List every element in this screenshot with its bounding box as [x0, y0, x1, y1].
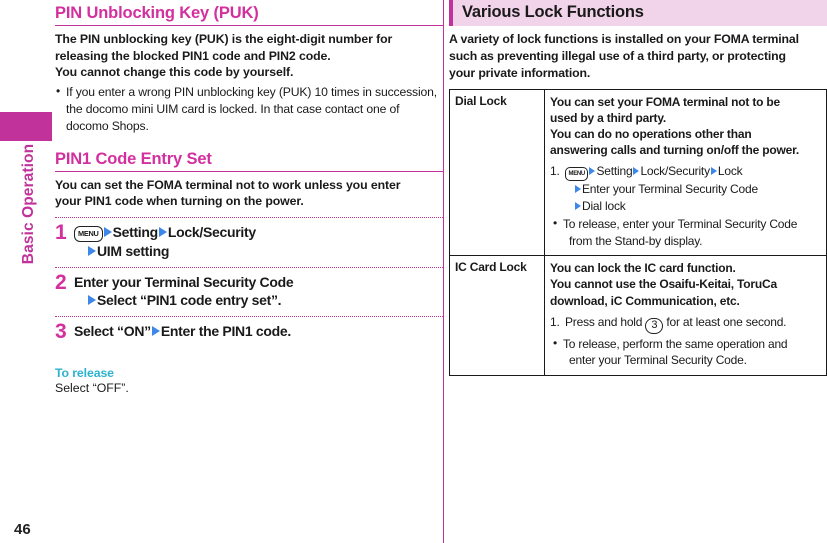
intro-line: your private information.: [449, 65, 591, 80]
arrow-icon: [151, 326, 160, 337]
numeric-key-3-icon: 3: [645, 317, 664, 334]
arrow-icon: [88, 295, 96, 306]
page-number: 46: [14, 521, 31, 538]
desc-line: You can set your FOMA terminal not to be: [550, 94, 781, 109]
puk-paragraph-line: releasing the blocked PIN1 code and PIN2…: [55, 48, 331, 63]
banner-title: Various Lock Functions: [449, 0, 827, 26]
arrow-icon: [710, 167, 717, 176]
step-token: Lock/Security: [167, 224, 256, 241]
bullet-line: To release, perform the same operation a…: [563, 336, 788, 351]
step-token: Lock: [717, 164, 743, 179]
side-tab-label: Basic Operation: [20, 143, 37, 265]
right-column: Various Lock Functions A variety of lock…: [449, 0, 827, 376]
bullet-list: To release, perform the same operation a…: [550, 335, 821, 369]
bullet-list: To release, enter your Terminal Security…: [550, 215, 821, 249]
step-token: Enter the PIN1 code.: [160, 323, 291, 340]
step-3: 3 Select “ON” Enter the PIN1 code.: [55, 316, 443, 343]
arrow-icon: [589, 167, 596, 176]
numbered-list: 1. Press and hold 3 for at least one seco…: [550, 314, 821, 334]
section-title-pin1: PIN1 Code Entry Set: [55, 150, 443, 172]
list-item: 1. MENU Setting Lock/Security Lock Enter you…: [550, 163, 821, 214]
step-body: Select “ON” Enter the PIN1 code.: [74, 321, 291, 343]
pin1-paragraph: You can set the FOMA terminal not to wor…: [55, 177, 443, 210]
step-token: Press and hold: [565, 314, 643, 329]
desc-line: You can lock the IC card function.: [550, 261, 736, 276]
arrow-icon: [575, 201, 581, 210]
section-title-puk: PIN Unblocking Key (PUK): [55, 4, 443, 26]
step-body: MENU Setting Lock/Security UIM setting: [74, 222, 256, 260]
step-token: Dial lock: [582, 198, 626, 213]
bullet-line: enter your Terminal Security Code.: [569, 353, 747, 368]
to-release-heading: To release: [55, 365, 114, 380]
list-number: 1.: [550, 314, 560, 329]
intro-paragraph: A variety of lock functions is installed…: [449, 31, 827, 82]
list-item: To release, enter your Terminal Security…: [550, 215, 821, 249]
step-number: 2: [55, 271, 67, 295]
menu-key-icon: MENU: [74, 226, 103, 242]
arrow-icon: [158, 227, 167, 238]
step-token: Lock/Security: [640, 164, 710, 179]
bullet-line: To release, enter your Terminal Security…: [563, 217, 798, 232]
pin1-paragraph-line: You can set the FOMA terminal not to wor…: [55, 177, 401, 192]
numbered-list: 1. MENU Setting Lock/Security Lock Enter you…: [550, 163, 821, 214]
intro-line: such as preventing illegal use of a thir…: [449, 48, 786, 63]
step-token: for at least one second.: [666, 314, 787, 329]
list-item: If you enter a wrong PIN unblocking key …: [55, 83, 443, 134]
arrow-icon: [103, 227, 112, 238]
intro-line: A variety of lock functions is installed…: [449, 32, 799, 46]
list-item: 1. Press and hold 3 for at least one seco…: [550, 314, 821, 334]
puk-paragraph-line: The PIN unblocking key (PUK) is the eigh…: [55, 31, 393, 46]
lock-functions-table: Dial Lock You can set your FOMA terminal…: [449, 88, 827, 376]
table-row: Dial Lock You can set your FOMA terminal…: [449, 88, 827, 257]
step-token: Select “PIN1 code entry set”.: [97, 292, 282, 309]
side-tab-marker: [0, 112, 52, 141]
desc-line: used by a third party.: [550, 110, 667, 125]
step-token: Enter your Terminal Security Code: [74, 274, 294, 291]
desc-line: You cannot use the Osaifu-Keitai, ToruCa: [550, 277, 777, 292]
step-body: Enter your Terminal Security Code Select…: [74, 272, 294, 309]
list-number: 1.: [550, 164, 560, 179]
step-line-2: UIM setting: [74, 242, 256, 260]
puk-bullet-list: If you enter a wrong PIN unblocking key …: [55, 83, 443, 134]
step-number: 3: [55, 320, 67, 344]
desc-line: download, iC Communication, etc.: [550, 293, 740, 308]
spacer: [55, 135, 443, 150]
arrow-icon: [88, 245, 96, 256]
row-label: Dial Lock: [449, 88, 545, 257]
step-1: 1 MENU Setting Lock/Security UIM setting: [55, 217, 443, 260]
arrow-icon: [633, 167, 640, 176]
step-token: Enter your Terminal Security Code: [582, 182, 758, 197]
left-column: PIN Unblocking Key (PUK) The PIN unblock…: [55, 0, 443, 397]
desc-line: answering calls and turning on/off the p…: [550, 143, 800, 158]
bullet-line: from the Stand-by display.: [569, 233, 703, 248]
arrow-icon: [575, 185, 581, 194]
table-row: IC Card Lock You can lock the IC card fu…: [449, 255, 827, 376]
pin1-paragraph-line: your PIN1 code when turning on the power…: [55, 194, 304, 209]
list-item: To release, perform the same operation a…: [550, 335, 821, 369]
step-token: Setting: [596, 164, 633, 179]
step-line-2: Select “PIN1 code entry set”.: [74, 291, 293, 309]
sub-line: Enter your Terminal Security Code: [565, 181, 821, 198]
row-description: You can set your FOMA terminal not to be…: [544, 88, 827, 257]
step-2: 2 Enter your Terminal Security Code Sele…: [55, 267, 443, 309]
puk-paragraph-line: You cannot change this code by yourself.: [55, 65, 294, 80]
step-number: 1: [55, 221, 67, 245]
row-description: You can lock the IC card function. You c…: [544, 255, 827, 376]
puk-paragraph: The PIN unblocking key (PUK) is the eigh…: [55, 31, 443, 81]
step-token: Select “ON”: [74, 323, 151, 340]
sub-line: Dial lock: [565, 198, 821, 215]
step-token: Setting: [112, 224, 159, 241]
menu-key-icon: MENU: [565, 167, 589, 182]
step-token: UIM setting: [97, 242, 170, 259]
column-divider: [443, 0, 445, 543]
to-release-body: Select “OFF”.: [55, 380, 129, 395]
desc-line: You can do no operations other than: [550, 127, 752, 142]
row-label: IC Card Lock: [449, 255, 545, 376]
